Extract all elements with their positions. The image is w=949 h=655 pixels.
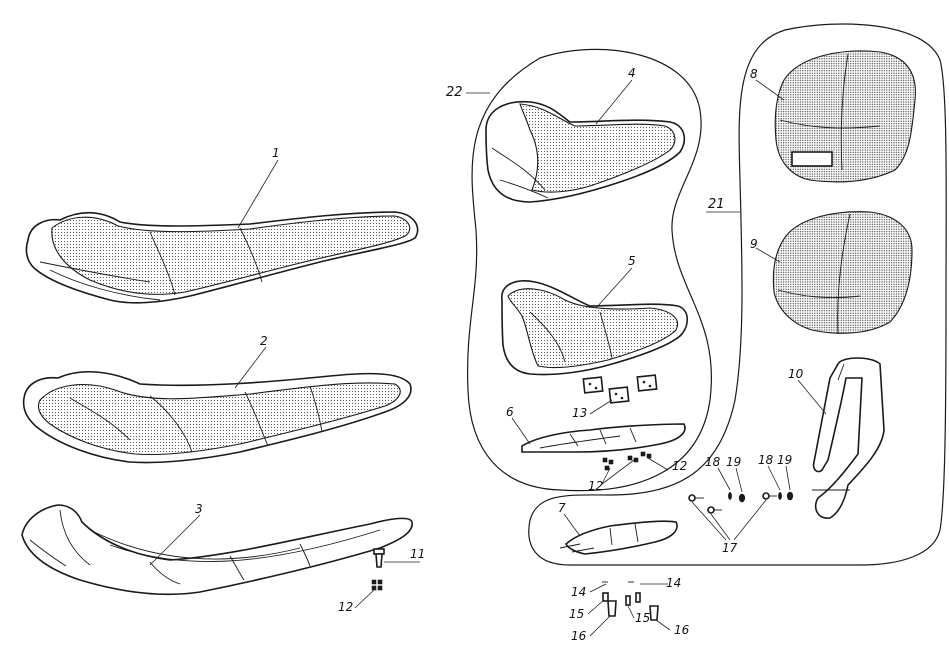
callout-1: 1 [272,146,280,160]
callout-8: 8 [750,67,758,81]
bracket-6 [521,423,686,453]
seat-base-3 [21,504,413,596]
bolt-11 [373,548,385,568]
pads-13 [582,374,658,404]
callout-18b: 18 [758,453,774,467]
leader-12-left [354,587,377,609]
callout-12-right: 12 [672,459,687,473]
backrest-cover-9 [772,211,913,335]
leader-8 [755,79,785,101]
callout-11: 11 [410,547,425,561]
callout-22: 22 [446,85,463,100]
seat-cushion-4 [485,100,686,203]
nuts-12-left [371,579,383,591]
leader-17a [691,501,727,541]
group-22-outline [467,48,712,492]
leader-4 [595,79,633,125]
leader-12-middle-b [601,459,635,485]
leader-17b [710,513,731,541]
group-21-outline [528,23,947,566]
callout-15a: 15 [569,607,584,621]
callout-16b: 16 [674,623,690,637]
leader-19b [785,465,791,491]
leader-19a [735,467,743,493]
callout-4: 4 [628,66,636,80]
leader-7 [563,513,581,537]
hardware-14-15-16 [602,581,659,621]
callout-14a: 14 [571,585,586,599]
leader-16b [655,619,671,631]
leader-13 [589,399,613,415]
leader-9 [755,247,781,263]
callout-6: 6 [506,405,514,419]
seat-assembly-1 [25,211,419,304]
callout-12-left: 12 [338,600,353,614]
leader-3 [149,514,201,566]
leader-6 [511,417,531,445]
leader-5 [595,267,633,309]
leader-16a [589,615,611,637]
callout-19b: 19 [777,453,792,467]
callout-12-middle: 12 [588,479,603,493]
callout-2: 2 [260,334,268,348]
callout-3: 3 [195,502,203,516]
leader-2 [234,346,267,389]
leader-15a [587,599,605,615]
callout-15b: 15 [635,611,650,625]
hardware-17-18-19 [688,491,794,514]
callout-10: 10 [788,367,804,381]
frame-10 [812,357,885,519]
bracket-7 [559,520,678,555]
leader-10 [797,379,827,415]
seat-body-2 [22,370,412,464]
leader-15b [627,605,635,619]
leader-14a [589,583,607,593]
backrest-8 [774,50,916,183]
callout-7: 7 [558,501,566,515]
callout-18a: 18 [705,455,721,469]
leader-12-middle-a [601,467,611,485]
leader-1 [237,159,279,229]
callout-21: 21 [708,197,725,212]
callout-14b: 14 [666,576,681,590]
leader-18b [767,465,781,491]
callout-16a: 16 [571,629,587,643]
callout-13: 13 [572,406,587,420]
seat-cushion-5 [501,280,689,376]
callout-19a: 19 [726,455,741,469]
nuts-12-middle [602,451,652,471]
callout-9: 9 [750,237,758,251]
leader-12-right [647,457,669,471]
leader-18a [717,467,731,491]
callout-17: 17 [722,541,738,555]
callout-5: 5 [628,254,636,268]
leader-17c [733,499,767,541]
